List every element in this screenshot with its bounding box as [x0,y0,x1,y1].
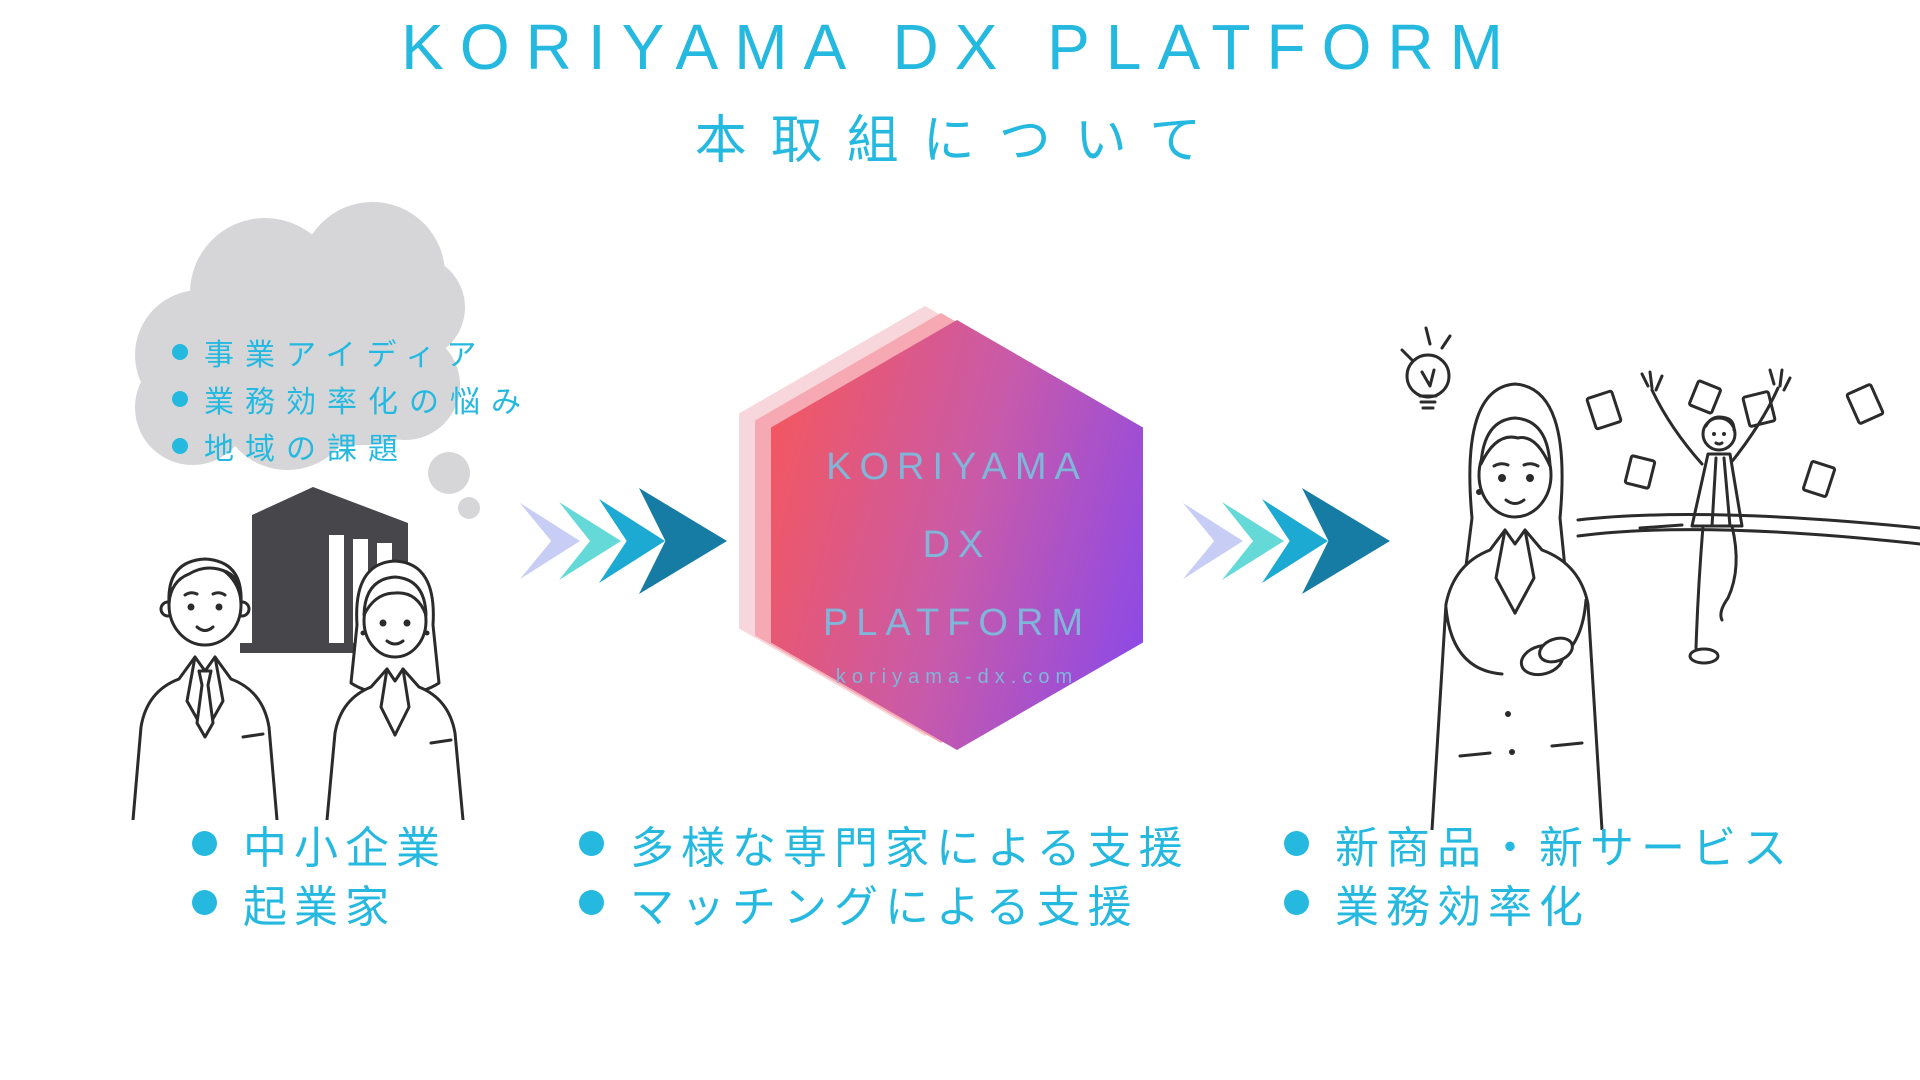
cloud-tail-bubble [428,452,470,494]
source-list: 中小企業 起業家 [192,814,447,932]
list-item: 地域の課題 [172,422,532,469]
source-item-label: 中小企業 [243,823,447,873]
bullet-dot-icon [192,831,217,856]
flow-arrows-left [520,487,727,595]
businessman-illustration [131,557,279,820]
hexagon-url: koriyama-dx.com [835,666,1079,688]
hexagon-line: KORIYAMA [826,446,1088,488]
outcome-list: 新商品・新サービス 業務効率化 [1284,814,1794,932]
bullet-dot-icon [172,437,188,454]
support-item-label: 多様な専門家による支援 [630,823,1190,873]
bullet-dot-icon [172,390,188,407]
outcome-item-label: 業務効率化 [1335,882,1590,932]
idea-woman-illustration [1430,382,1604,830]
bullet-dot-icon [172,343,188,360]
source-item-label: 起業家 [243,882,396,932]
list-item: 業務効率化 [1284,873,1794,932]
bullet-dot-icon [1284,890,1309,915]
support-list: 多様な専門家による支援 マッチングによる支援 [579,814,1190,932]
list-item: 業務効率化の悩み [172,375,532,422]
problem-item-label: 業務効率化の悩み [204,385,532,419]
cloud-tail-bubble [458,497,480,519]
bullet-dot-icon [579,890,604,915]
company-people-illustration [131,487,465,820]
lightbulb-icon [1400,326,1452,410]
list-item: マッチングによる支援 [579,873,1190,932]
bullet-dot-icon [579,831,604,856]
success-illustration [1400,326,1920,830]
page-title: KORIYAMA DX PLATFORM [401,11,1519,83]
cloud-puff [160,295,440,445]
hexagon-line: DX [922,524,992,566]
support-item-label: マッチングによる支援 [630,882,1139,932]
flow-arrows-right [1183,487,1390,595]
outcome-item-label: 新商品・新サービス [1335,823,1794,873]
list-item: 起業家 [192,873,447,932]
list-item: 多様な専門家による支援 [579,814,1190,873]
bullet-dot-icon [192,890,217,915]
businesswoman-illustration [325,559,465,820]
list-item: 新商品・新サービス [1284,814,1794,873]
problem-item-label: 地域の課題 [204,432,409,466]
thought-cloud [135,200,465,470]
bullet-dot-icon [1284,831,1309,856]
list-item: 事業アイディア [172,328,532,375]
list-item: 中小企業 [192,814,447,873]
hexagon-line: PLATFORM [822,602,1092,644]
hexagon-label: KORIYAMA DX PLATFORM koriyama-dx.com [771,320,1143,750]
page-subtitle: 本取組について [694,112,1226,170]
problem-list: 事業アイディア 業務効率化の悩み 地域の課題 [172,328,532,469]
celebrating-man-illustration [1585,368,1885,665]
finish-ribbon [1576,513,1920,546]
problem-item-label: 事業アイディア [204,338,488,372]
